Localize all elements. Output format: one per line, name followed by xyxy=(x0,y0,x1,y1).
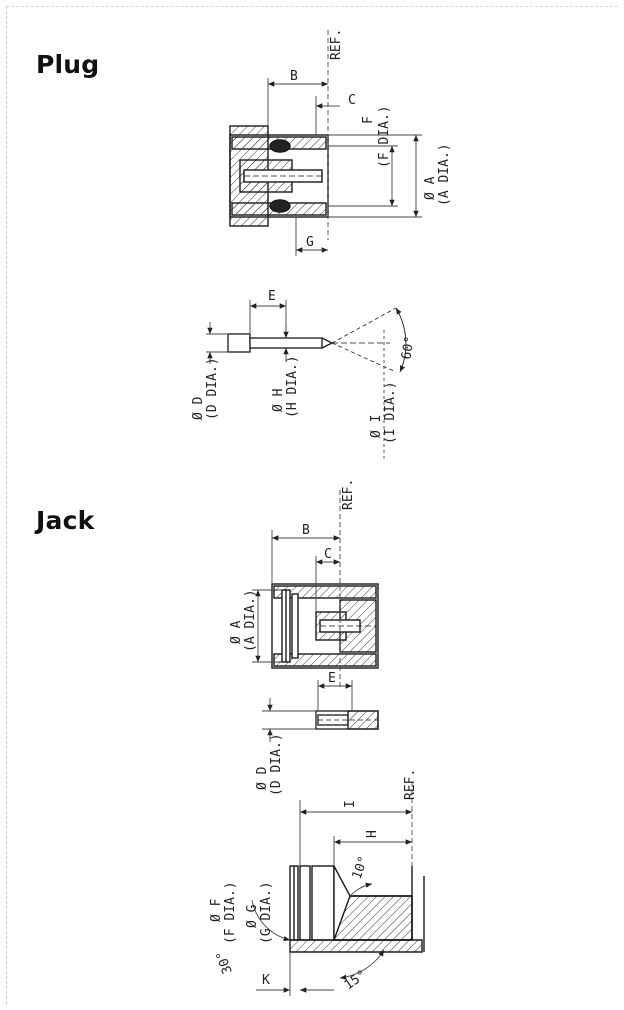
plug-i-label: Ø I xyxy=(369,415,384,438)
jack-angle-10-label: 10° xyxy=(350,854,372,881)
plug-angle-60-label: 60° xyxy=(399,335,418,361)
plug-c-label: C xyxy=(348,93,356,108)
plug-a-label: Ø A xyxy=(423,176,438,200)
plug-ref-label: REF. xyxy=(329,29,344,60)
jack-angle-30-label: 30° xyxy=(214,949,236,976)
jack-a-dia-label: (A DIA.) xyxy=(243,589,258,652)
jack-d-label: Ø D xyxy=(255,766,270,790)
plug-b-label: B xyxy=(290,69,298,84)
jack-section-title: Jack xyxy=(36,506,95,535)
jack-d-dia-label: (D DIA.) xyxy=(269,733,284,796)
plug-a-dia-label: (A DIA.) xyxy=(437,143,452,206)
plug-h-dia-label: (H DIA.) xyxy=(285,355,300,418)
jack-body-section xyxy=(271,583,379,669)
jack-a-label: Ø A xyxy=(229,620,244,644)
plug-h-label: Ø H xyxy=(271,389,286,412)
plug-d-dia-label: (D DIA.) xyxy=(205,357,220,420)
jack-outer-section xyxy=(289,865,425,953)
jack-outer-dimensions xyxy=(251,782,413,996)
jack-b-label: B xyxy=(302,523,310,538)
jack-ref-label: REF. xyxy=(341,479,356,510)
plug-f-dia-label: (F DIA.) xyxy=(377,105,392,168)
jack-e-label: E xyxy=(328,671,336,686)
jack-g-label: Ø G xyxy=(245,904,260,928)
jack-h-label: H xyxy=(365,830,380,838)
jack-contact-drawing xyxy=(315,710,379,730)
jack-contact-dimensions xyxy=(262,680,353,742)
plug-pin-drawing xyxy=(227,307,407,373)
jack-g-dia-label: (G DIA.) xyxy=(259,881,274,944)
jack-dimensions xyxy=(252,490,341,690)
plug-section-title: Plug xyxy=(36,50,100,79)
plug-e-label: E xyxy=(268,289,276,304)
jack-ref2-label: REF. xyxy=(403,769,418,800)
jack-f-dia-label: (F DIA.) xyxy=(223,881,238,944)
plug-g-label: G xyxy=(306,235,314,250)
jack-k-label: K xyxy=(262,973,270,988)
jack-i-label: I xyxy=(343,800,358,808)
plug-i-dia-label: (I DIA.) xyxy=(383,381,398,444)
jack-f-label: Ø F xyxy=(209,898,224,922)
plug-f-label: F xyxy=(361,116,376,124)
page-frame xyxy=(6,6,618,1004)
plug-d-label: Ø D xyxy=(191,396,206,420)
plug-body-section xyxy=(229,125,329,227)
plug-dimensions xyxy=(267,30,422,256)
jack-c-label: C xyxy=(324,547,332,562)
plug-pin-dimensions xyxy=(206,300,385,462)
jack-angle-15-label: 15° xyxy=(342,968,370,994)
